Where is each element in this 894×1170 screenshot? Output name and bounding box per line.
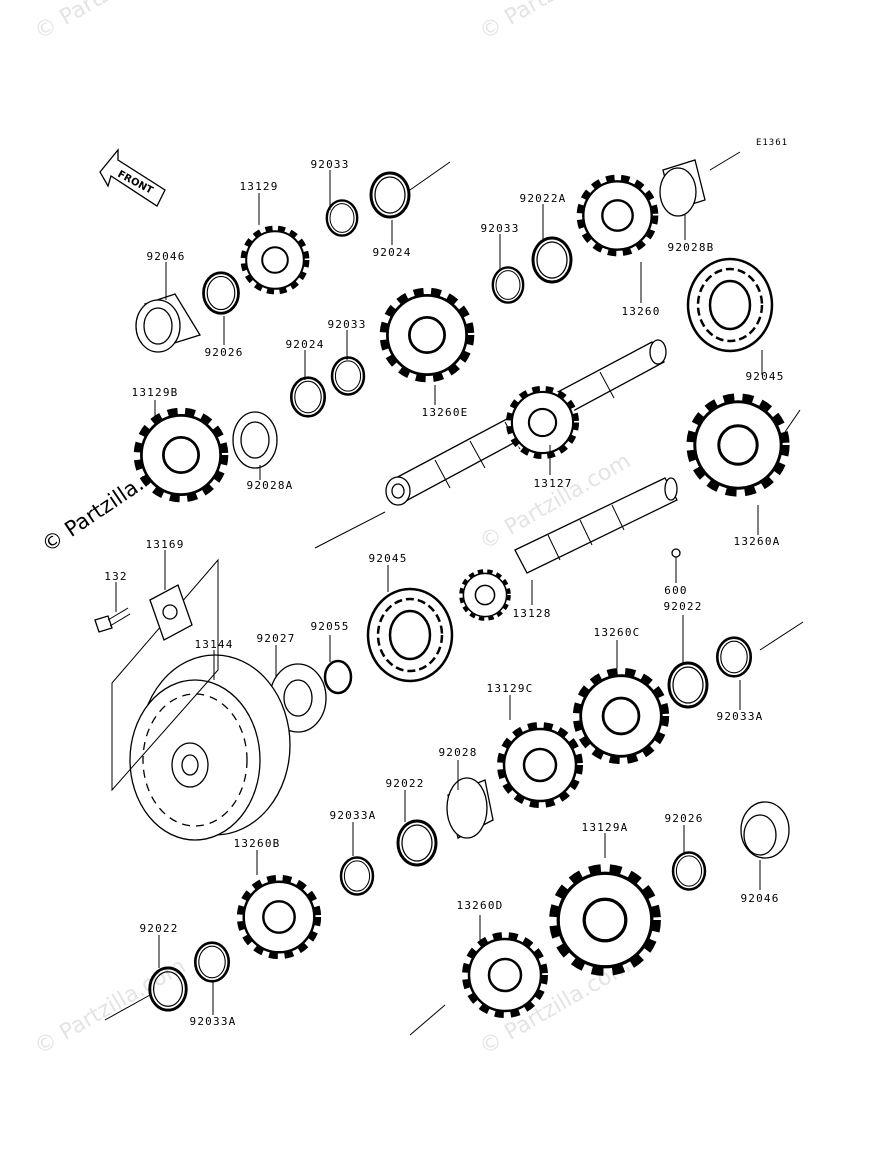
input-shaft-13127	[385, 339, 667, 506]
part-label-13127: 13127	[533, 477, 572, 490]
part-label-92026: 92026	[204, 346, 243, 359]
bearing-92045	[366, 587, 454, 683]
part-label-92045: 92045	[745, 370, 784, 383]
gear-13260	[580, 178, 656, 254]
part-label-92028A: 92028A	[247, 479, 294, 492]
gear-13129B	[137, 411, 225, 499]
washer-92026	[671, 851, 707, 891]
bolt-132	[94, 607, 131, 633]
part-label-92033A: 92033A	[190, 1015, 237, 1028]
circlip-92033	[325, 199, 359, 237]
washer-92022	[667, 661, 709, 709]
washer-92024	[369, 171, 411, 219]
leader-lines	[115, 170, 763, 1015]
diagram-code: E1361	[756, 138, 788, 148]
part-labels: 92033 13129 92024 92046 92026 92022A 920…	[104, 158, 784, 1028]
part-label-13260C: 13260C	[594, 626, 641, 639]
bushing-92028A	[232, 411, 278, 469]
gear-13129A	[553, 868, 657, 972]
part-label-92022: 92022	[385, 777, 424, 790]
part-label-13144: 13144	[194, 638, 233, 651]
circlip-92033	[330, 356, 366, 396]
part-label-13129A: 13129A	[582, 821, 629, 834]
washer-92022	[396, 819, 438, 867]
part-label-13129B: 13129B	[132, 386, 179, 399]
part-label-13260: 13260	[621, 305, 660, 318]
part-label-92022: 92022	[139, 922, 178, 935]
part-label-13129: 13129	[239, 180, 278, 193]
part-label-92027: 92027	[256, 632, 295, 645]
front-arrow-icon: FRONT	[99, 148, 166, 207]
circlip-92033	[491, 266, 525, 304]
watermark: © Partzilla.com	[476, 0, 636, 45]
gear-13129C	[500, 725, 580, 805]
part-label-92033: 92033	[310, 158, 349, 171]
part-label-13260E: 13260E	[422, 406, 469, 419]
circlip-92033A	[193, 941, 231, 983]
bushing-92028B	[659, 159, 706, 217]
part-label-92046: 92046	[740, 892, 779, 905]
part-label-92026: 92026	[664, 812, 703, 825]
plate-13169	[149, 584, 193, 641]
part-label-92033A: 92033A	[717, 710, 764, 723]
output-shaft-13128	[459, 477, 681, 621]
gear-13260E	[383, 291, 471, 379]
washer-92022A	[531, 236, 573, 284]
watermark: © Partzilla.com	[31, 954, 191, 1061]
part-label-92022: 92022	[663, 600, 702, 613]
part-label-13128: 13128	[512, 607, 551, 620]
part-label-92024: 92024	[372, 246, 411, 259]
part-label-13129C: 13129C	[487, 682, 534, 695]
part-label-132: 132	[104, 570, 127, 583]
part-label-92046: 92046	[146, 250, 185, 263]
gear-13260D	[465, 935, 545, 1015]
bushing-92028	[446, 777, 494, 839]
gear-13260B	[240, 878, 318, 956]
part-label-92033A: 92033A	[330, 809, 377, 822]
part-label-92033: 92033	[480, 222, 519, 235]
bearing-92045	[686, 257, 774, 353]
part-label-13260B: 13260B	[234, 837, 281, 850]
o-ring-92055	[323, 659, 353, 695]
collar-92046	[740, 801, 790, 859]
part-label-92028B: 92028B	[668, 241, 715, 254]
part-label-92055: 92055	[310, 620, 349, 633]
collar-92046	[135, 293, 201, 353]
part-label-92028: 92028	[438, 746, 477, 759]
part-label-13260A: 13260A	[734, 535, 781, 548]
gear-13260A	[690, 397, 786, 493]
circlip-92033A	[339, 856, 375, 896]
circlip-92033A	[715, 636, 753, 678]
drum-13144	[111, 558, 291, 841]
axis-lines	[104, 151, 804, 1036]
part-label-92022A: 92022A	[520, 192, 567, 205]
gear-13260C	[576, 671, 666, 761]
part-label-92024: 92024	[285, 338, 324, 351]
gear-13129	[243, 228, 307, 292]
watermark: © Partzilla.com	[31, 0, 191, 45]
washer-92026	[202, 271, 240, 315]
part-label-92045: 92045	[368, 552, 407, 565]
washer-92024	[289, 376, 327, 418]
part-label-92033: 92033	[327, 318, 366, 331]
part-label-13169: 13169	[145, 538, 184, 551]
part-label-13260D: 13260D	[457, 899, 504, 912]
part-label-600: 600	[664, 584, 687, 597]
